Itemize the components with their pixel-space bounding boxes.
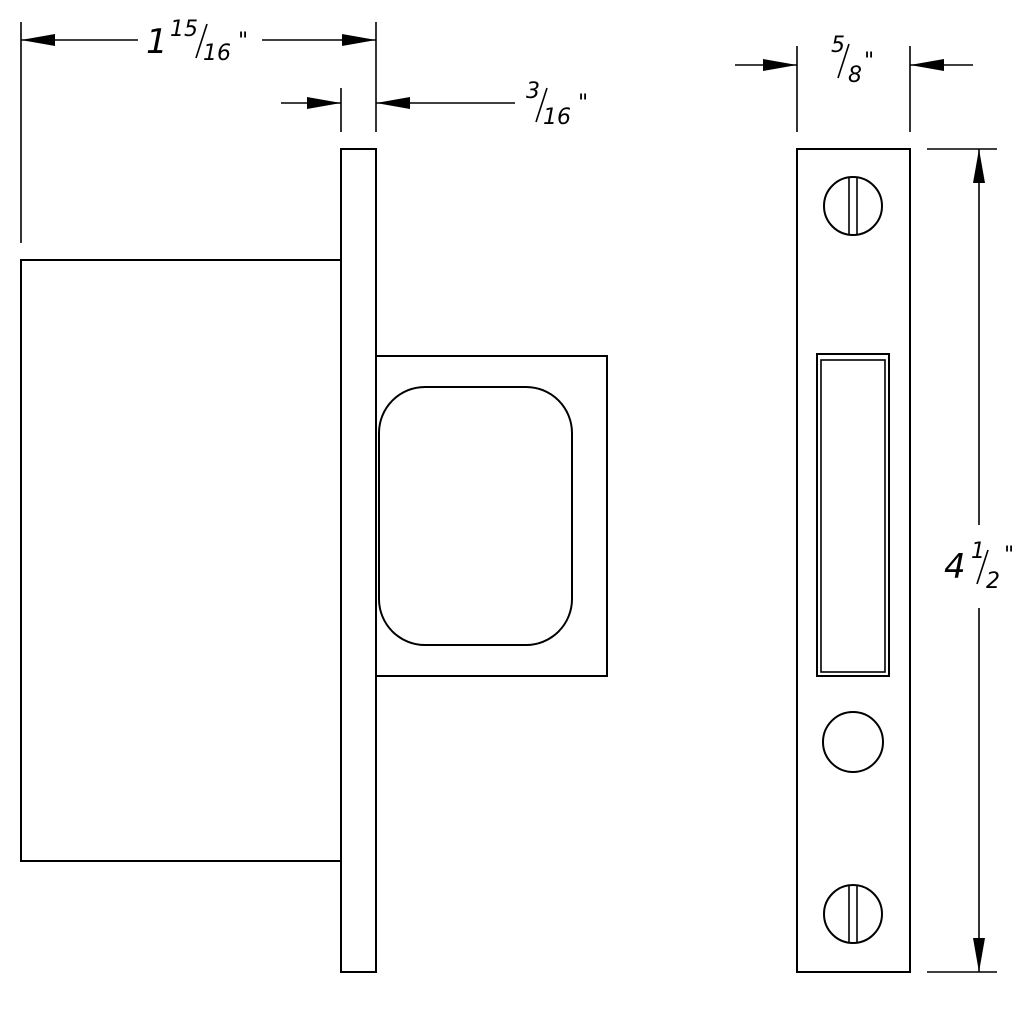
bottom-screw-head (823, 884, 883, 944)
arrowhead-height-bottom (973, 938, 985, 972)
bolt-opening-outer (816, 353, 890, 677)
height-fraction-slash (976, 549, 989, 585)
depth-label-unit: " (238, 29, 248, 54)
depth-label-denominator: 16 (203, 41, 231, 66)
width-label-numerator: 5 (831, 33, 845, 58)
top-screw (823, 176, 883, 236)
arrowhead-depth-right (342, 34, 376, 46)
thickness-label-denominator: 16 (543, 105, 571, 130)
depth-fraction-slash (195, 23, 208, 59)
bolt-opening (816, 353, 890, 677)
bolt-opening-inner (820, 359, 886, 673)
height-label-denominator: 2 (986, 569, 1000, 594)
height-label-whole: 4 (944, 547, 966, 587)
arrowhead-thickness-left (307, 97, 341, 109)
bolt-housing (375, 355, 608, 677)
depth-label-numerator: 15 (170, 17, 198, 42)
arrowhead-thickness-right (376, 97, 410, 109)
top-screw-head (823, 176, 883, 236)
guard-button (822, 711, 884, 773)
arrowhead-height-top (973, 149, 985, 183)
width-label-denominator: 8 (848, 63, 862, 88)
latch-case (20, 259, 342, 862)
thickness-dimension: 3 16 " (281, 79, 588, 132)
height-label-unit: " (1004, 543, 1014, 568)
width-dimension: 5 8 " (735, 33, 973, 132)
bottom-screw (823, 884, 883, 944)
arrowhead-depth-left (21, 34, 55, 46)
width-fraction-slash (837, 43, 850, 79)
thickness-label-numerator: 3 (526, 79, 540, 104)
faceplate-side (340, 148, 377, 973)
depth-dimension: 1 15 16 " (20, 17, 377, 243)
front-view (796, 148, 911, 973)
bolt-head (378, 386, 573, 646)
thickness-label-unit: " (578, 91, 588, 116)
faceplate-front (796, 148, 911, 973)
depth-label-whole: 1 (146, 22, 168, 62)
arrowhead-width-left (763, 59, 797, 71)
height-label-numerator: 1 (971, 539, 985, 564)
height-dimension: 4 1 2 " (927, 148, 1014, 973)
width-label-unit: " (864, 49, 874, 74)
side-view (20, 148, 608, 973)
thickness-fraction-slash (535, 87, 548, 123)
arrowhead-width-right (910, 59, 944, 71)
